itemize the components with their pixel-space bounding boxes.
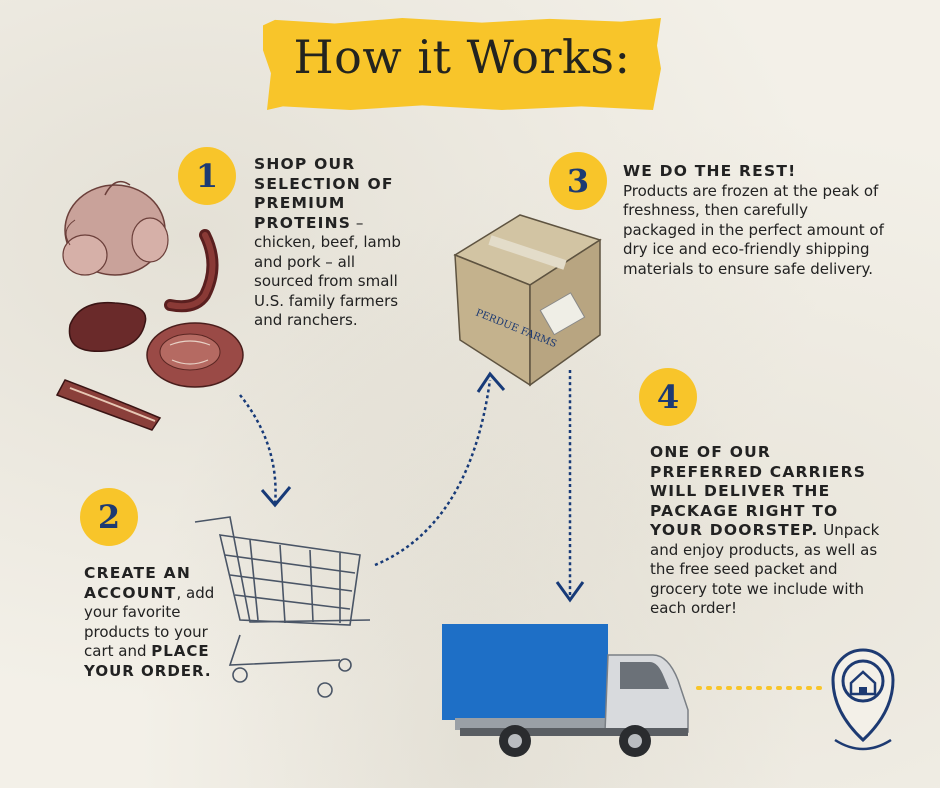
step-4-badge: 4 — [639, 368, 697, 426]
meat-illustration — [55, 180, 244, 431]
step-1-text: SHOP OUR SELECTION OF PREMIUM PROTEINS –… — [254, 155, 414, 331]
step-1-body: – chicken, beef, lamb and pork – all sou… — [254, 213, 401, 330]
page-title: How it Works: — [293, 30, 631, 84]
step-4-heading: ONE OF OUR PREFERRED CARRIERS WILL DELIV… — [650, 443, 867, 539]
delivery-truck-icon — [442, 624, 689, 757]
step-4-text: ONE OF OUR PREFERRED CARRIERS WILL DELIV… — [650, 443, 885, 619]
step-2-body: , add your favorite products to your car… — [84, 583, 215, 661]
shipping-box-icon: PERDUE FARMS — [453, 214, 602, 387]
step-1-heading: SHOP OUR SELECTION OF PREMIUM PROTEINS — [254, 155, 394, 232]
step-3-badge: 3 — [549, 152, 607, 210]
step-3-text: WE DO THE REST! Products are frozen at t… — [623, 162, 885, 279]
title-banner — [263, 18, 661, 110]
step-3-heading: WE DO THE REST! — [623, 162, 797, 180]
step-3-body: Products are frozen at the peak of fresh… — [623, 181, 884, 278]
step-2-heading: CREATE AN ACCOUNT — [84, 564, 192, 602]
step-2-badge: 2 — [80, 488, 138, 546]
home-location-pin-icon — [831, 648, 895, 751]
step-4-body: Unpack and enjoy products, as well as th… — [650, 521, 880, 617]
step-2-heading-b: PLACE YOUR ORDER. — [84, 642, 212, 680]
shopping-cart-icon — [194, 516, 371, 698]
step-2-text: CREATE AN ACCOUNT, add your favorite pro… — [84, 564, 224, 681]
step-1-badge: 1 — [178, 147, 236, 205]
